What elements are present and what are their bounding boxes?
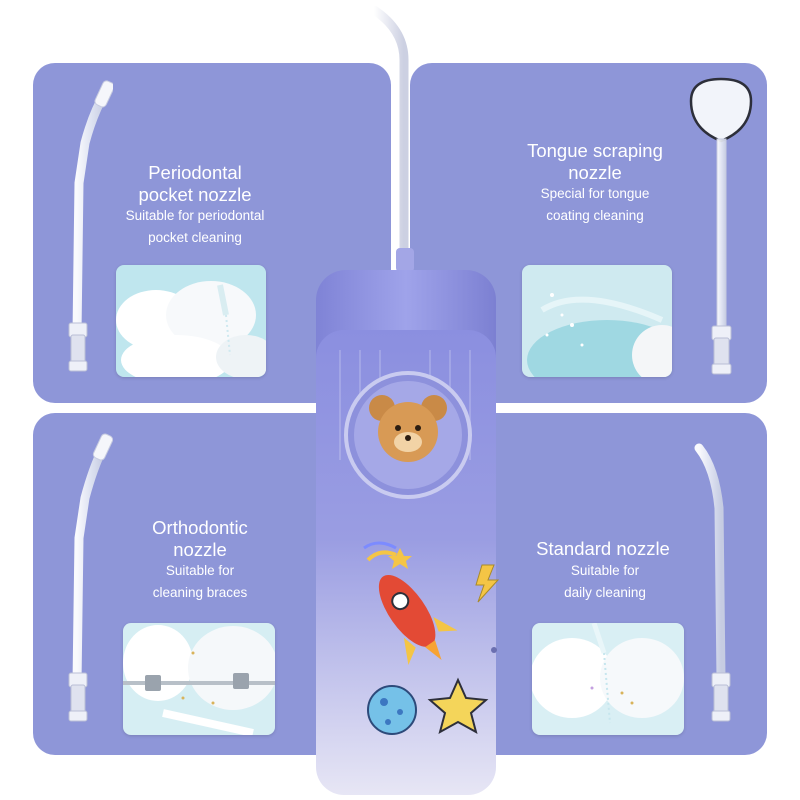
standard-title: Standard nozzle <box>518 538 688 560</box>
planet-icon <box>367 685 417 735</box>
standard-photo <box>532 623 684 735</box>
orthodontic-nozzle-image <box>68 433 113 722</box>
standard-desc-line1: Suitable for <box>570 563 640 578</box>
tongue-description: Special for tongue coating cleaning <box>505 183 685 227</box>
tongue-title: Tongue scraping nozzle <box>505 140 685 184</box>
orthodontic-desc-line1: Suitable for <box>165 563 235 578</box>
rocket-icon <box>378 574 458 665</box>
lightning-icon <box>475 564 500 603</box>
tongue-scraper-nozzle-image <box>689 77 753 375</box>
periodontal-nozzle-panel: Periodontal pocket nozzle Suitable for p… <box>33 63 391 403</box>
orthodontic-desc-line2: cleaning braces <box>152 585 248 600</box>
periodontal-photo <box>116 265 266 377</box>
tongue-photo <box>522 265 672 377</box>
standard-desc-line2: daily cleaning <box>564 585 646 600</box>
bear-face-icon <box>344 371 472 499</box>
tongue-title-line2: nozzle <box>568 162 622 183</box>
tongue-desc-line2: coating cleaning <box>546 208 644 223</box>
periodontal-description: Suitable for periodontal pocket cleaning <box>105 205 285 249</box>
orthodontic-title-line2: nozzle <box>173 539 227 560</box>
periodontal-desc-line2: pocket cleaning <box>148 230 242 245</box>
periodontal-title-line2: pocket nozzle <box>138 184 252 205</box>
orthodontic-description: Suitable for cleaning braces <box>120 560 280 604</box>
comet-icon <box>363 541 412 569</box>
orthodontic-title: Orthodontic nozzle <box>125 517 275 561</box>
periodontal-title: Periodontal pocket nozzle <box>115 162 275 206</box>
standard-description: Suitable for daily cleaning <box>525 560 685 604</box>
tongue-nozzle-panel: Tongue scraping nozzle Special for tongu… <box>410 63 767 403</box>
tongue-desc-line1: Special for tongue <box>540 186 650 201</box>
standard-nozzle-image <box>694 443 731 722</box>
orthodontic-title-line1: Orthodontic <box>152 517 248 538</box>
periodontal-desc-line1: Suitable for periodontal <box>125 208 265 223</box>
water-flosser-device <box>316 5 500 795</box>
periodontal-nozzle-image <box>68 80 113 372</box>
tongue-title-line1: Tongue scraping <box>527 140 663 161</box>
star-icon <box>427 677 489 735</box>
standard-title-line1: Standard nozzle <box>536 538 670 559</box>
orthodontic-photo <box>123 623 275 735</box>
periodontal-title-line1: Periodontal <box>148 162 242 183</box>
